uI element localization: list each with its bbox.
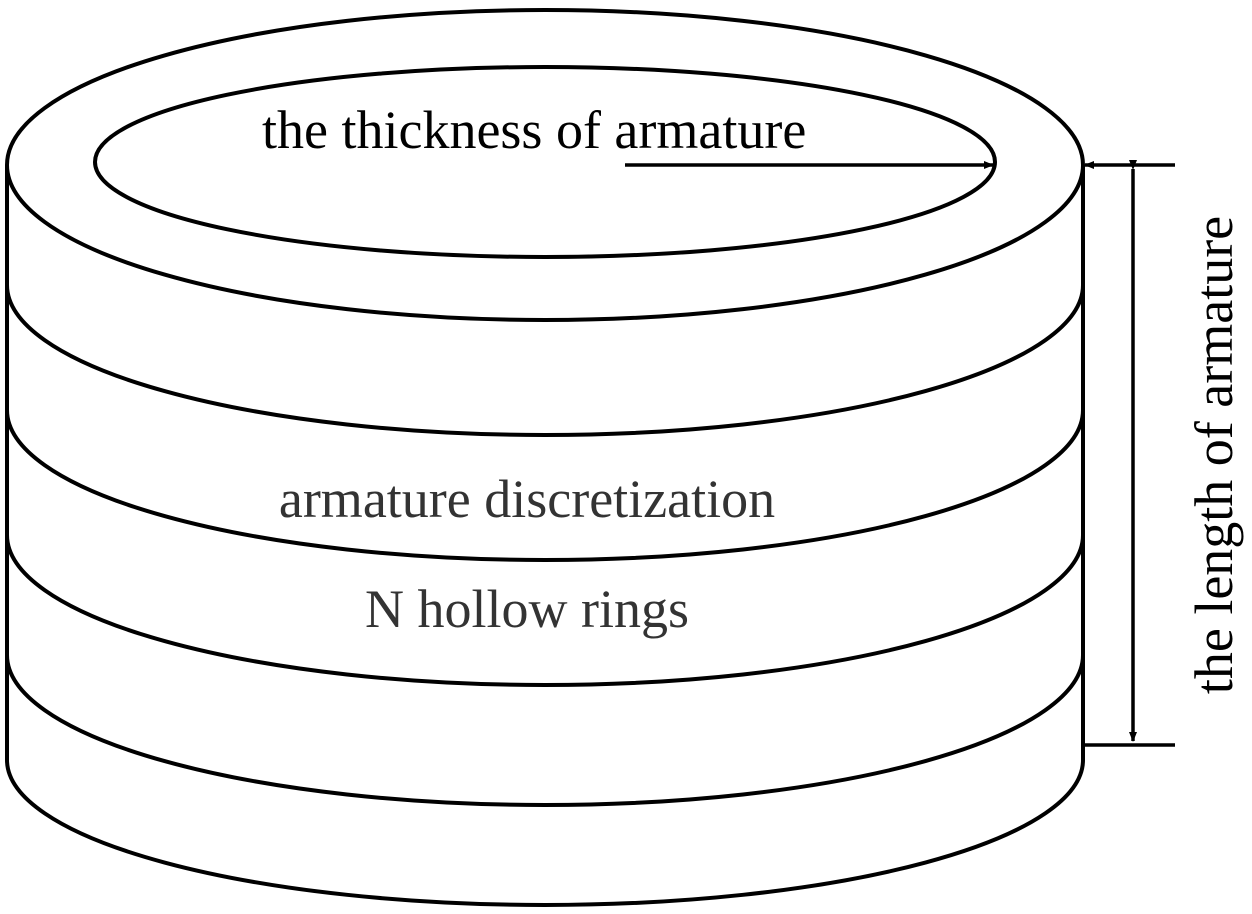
ring-divider [5,409,1085,562]
top-outer-ellipse [5,8,1085,322]
ring-divider [5,284,1085,437]
top-inner-ellipse [93,65,997,259]
cylinder-bottom-arc [5,759,1085,907]
ring-divider [5,534,1085,687]
thickness-label: the thickness of armature [262,100,806,160]
rings-label: N hollow rings [365,579,689,639]
discretization-label: armature discretization [279,469,775,529]
ring-divider [5,654,1085,807]
length-label: the length of armature [1184,216,1244,694]
